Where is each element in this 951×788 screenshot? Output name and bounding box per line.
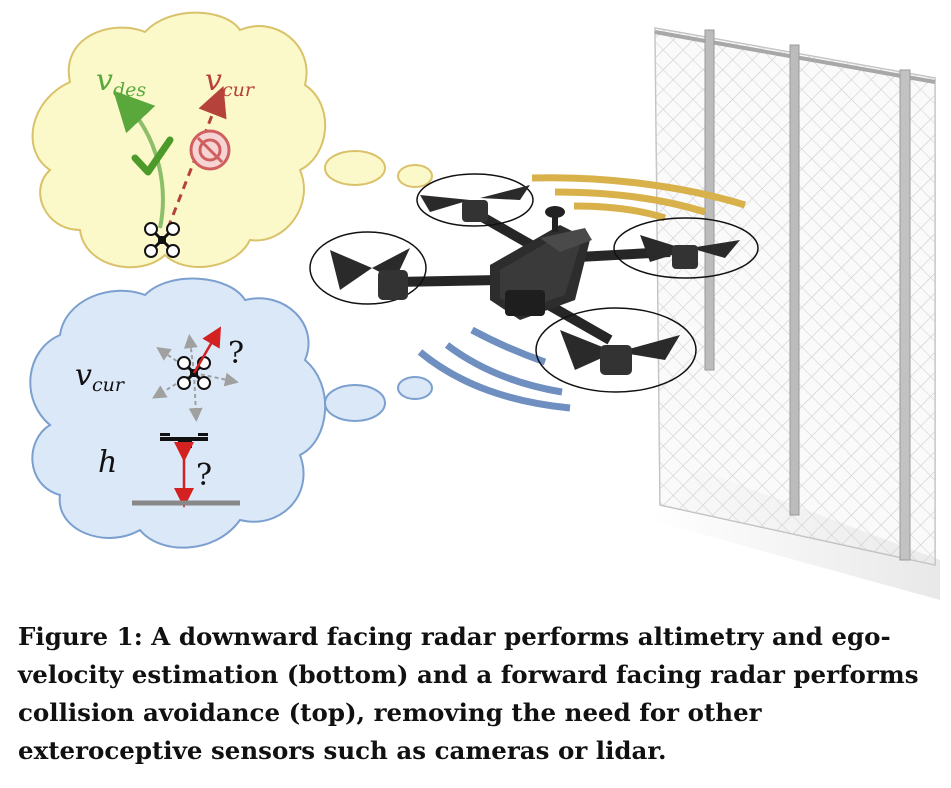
thought-dot-large: [324, 384, 386, 422]
top-thought-bubble: vdes vcur: [31, 11, 433, 269]
velocity-drone-icon: [152, 326, 239, 422]
figure-caption: Figure 1: A downward facing radar perfor…: [18, 622, 919, 765]
small-drone-icon: [144, 222, 180, 258]
thought-dot-small: [397, 164, 433, 188]
propeller-guard: [309, 231, 427, 305]
ego-velocity-label: vcur: [75, 358, 126, 396]
height-question-mark: ?: [196, 458, 212, 493]
thought-dot-small: [397, 376, 433, 400]
propeller-guard: [416, 173, 534, 227]
quadcopter-drone: [309, 173, 759, 393]
propeller-guard: [613, 217, 759, 279]
desired-velocity-arrow: [113, 90, 165, 229]
no-entry-icon: [189, 129, 231, 171]
fence-post: [899, 69, 911, 561]
current-velocity-arrow: [166, 86, 227, 229]
check-icon: [131, 136, 174, 176]
chain-link-fence: [650, 27, 940, 600]
propeller-guard: [535, 307, 697, 393]
figure-illustration: vdes vcur vcur h: [29, 11, 940, 600]
fence-post: [704, 29, 715, 371]
velocity-arrow: [192, 326, 222, 374]
thought-dot-large: [324, 150, 386, 186]
velocity-question-mark: ?: [228, 336, 244, 371]
bottom-thought-bubble: vcur h ? ?: [29, 277, 433, 549]
fence-post: [789, 44, 800, 516]
downward-radar-waves: [417, 326, 571, 412]
forward-radar-waves: [531, 174, 747, 222]
height-label: h: [98, 445, 117, 480]
